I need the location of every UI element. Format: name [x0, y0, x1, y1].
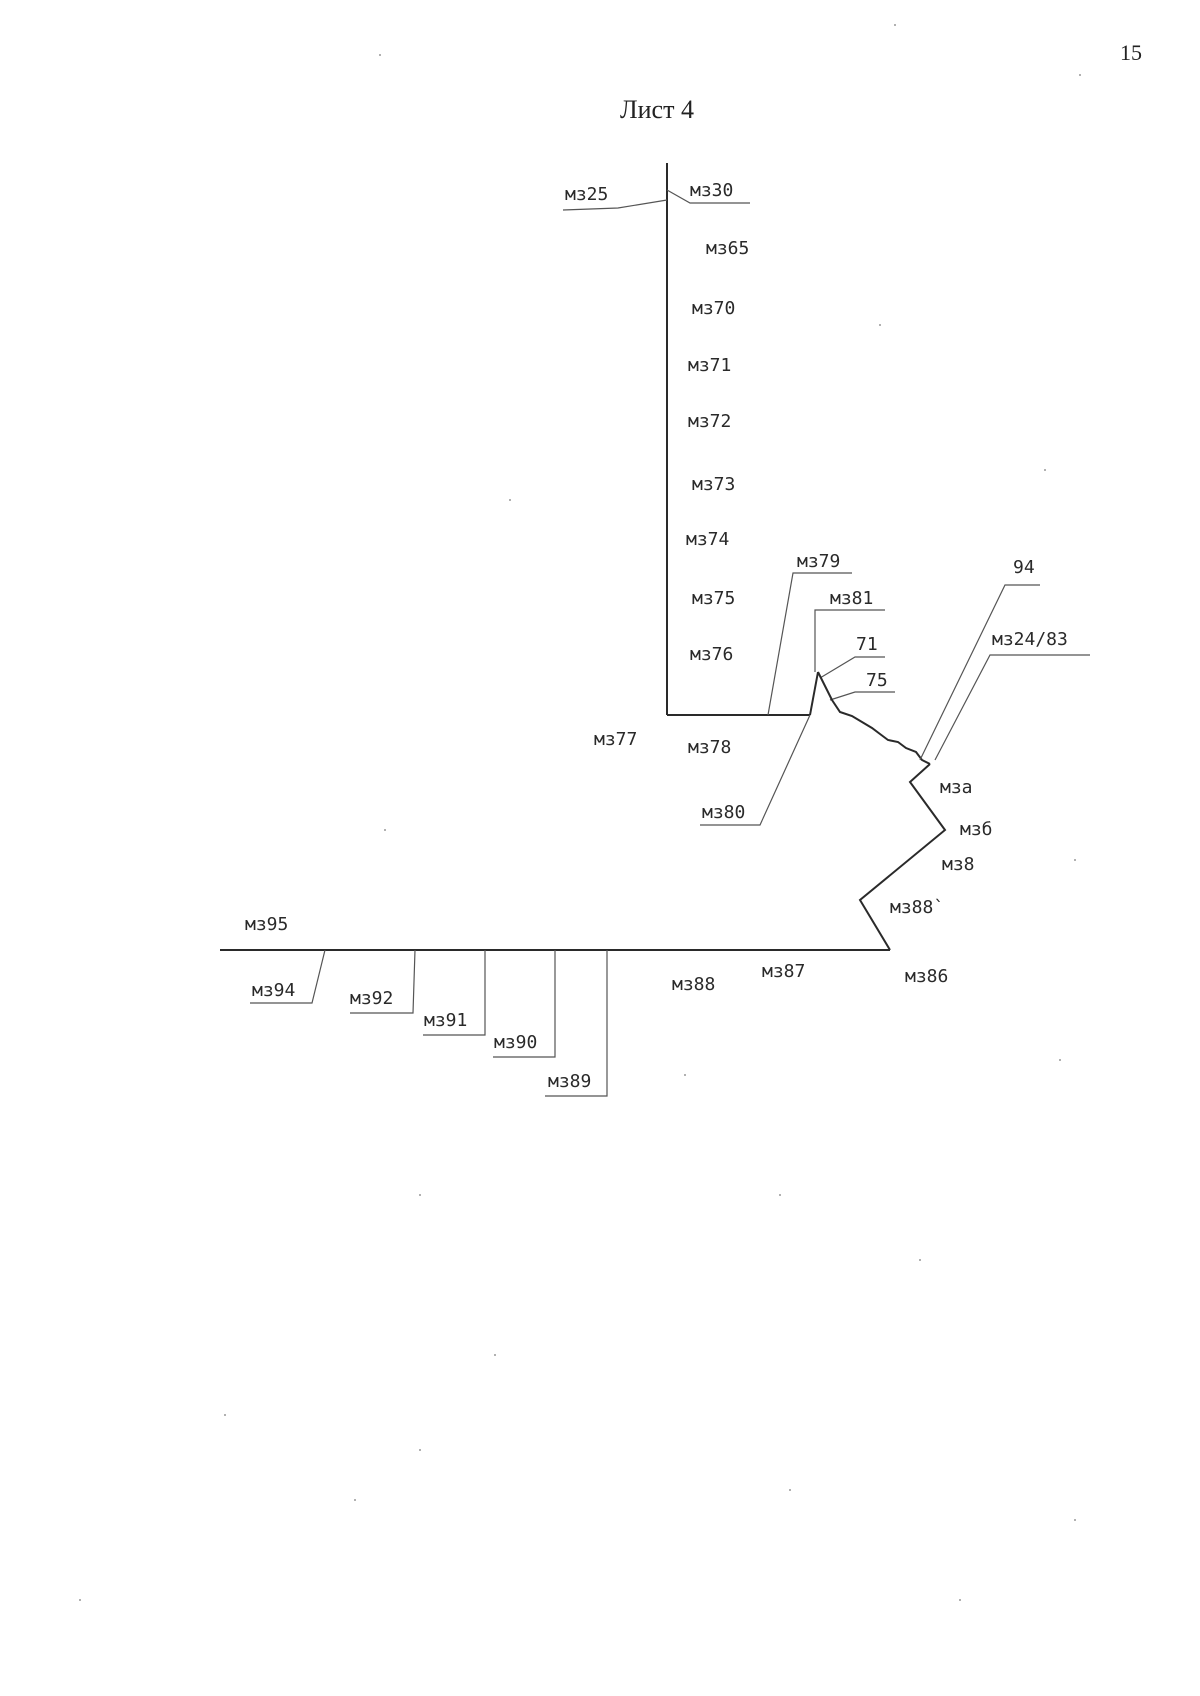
- label-mz88-prime: мз88`: [890, 897, 944, 918]
- label-mz86: мз86: [905, 966, 948, 987]
- label-mz92: мз92: [350, 988, 393, 1009]
- leader-mz79: [767, 572, 852, 716]
- line-mz78-junction: [809, 671, 819, 716]
- label-mz71: мз71: [688, 355, 731, 376]
- leader-mz91: [423, 950, 486, 1036]
- label-mz75: мз75: [692, 588, 735, 609]
- label-mz91: мз91: [424, 1010, 467, 1031]
- label-mz73: мз73: [692, 474, 735, 495]
- label-mz77: мз77: [594, 729, 637, 750]
- label-mza: мза: [940, 777, 973, 798]
- label-mz76: мз76: [690, 644, 733, 665]
- leader-mz25: [562, 199, 668, 211]
- label-mz81: мз81: [830, 588, 873, 609]
- zigzag-path: [858, 763, 947, 951]
- leader-mz30: [666, 189, 750, 204]
- label-mz72: мз72: [688, 411, 731, 432]
- label-mz74: мз74: [686, 529, 729, 550]
- wavy-path: [817, 671, 931, 765]
- leader-mz24-83: [934, 654, 1090, 761]
- label-94: 94: [1013, 557, 1035, 578]
- leader-mz90: [493, 950, 556, 1058]
- label-mz89: мз89: [548, 1071, 591, 1092]
- label-mz94: мз94: [252, 980, 295, 1001]
- label-mz30: мз30: [690, 180, 733, 201]
- leader-mz81: [814, 609, 885, 672]
- leader-mz94: [250, 949, 326, 1004]
- scan-specks: [79, 24, 1081, 1601]
- label-mz95: мз95: [245, 914, 288, 935]
- label-mz8: мз8: [942, 854, 975, 875]
- label-75: 75: [866, 670, 888, 691]
- label-mzb: мзб: [960, 819, 993, 840]
- label-mz25: мз25: [565, 184, 608, 205]
- leader-71: [819, 656, 885, 679]
- leader-mz80: [700, 714, 811, 826]
- label-mz65: мз65: [706, 238, 749, 259]
- label-mz70: мз70: [692, 298, 735, 319]
- label-mz87: мз87: [762, 961, 805, 982]
- leader-mz92: [350, 949, 416, 1014]
- label-mz24-83: мз24/83: [992, 629, 1068, 650]
- sheet-title: Лист 4: [620, 95, 694, 124]
- label-mz90: мз90: [494, 1032, 537, 1053]
- label-mz79: мз79: [797, 551, 840, 572]
- page-number: 15: [1120, 40, 1142, 65]
- leader-94: [919, 584, 1040, 761]
- label-mz80: мз80: [702, 802, 745, 823]
- label-71: 71: [856, 634, 878, 655]
- leader-75: [829, 691, 895, 701]
- label-mz78: мз78: [688, 737, 731, 758]
- leader-mz89: [545, 950, 608, 1097]
- label-mz88: мз88: [672, 974, 715, 995]
